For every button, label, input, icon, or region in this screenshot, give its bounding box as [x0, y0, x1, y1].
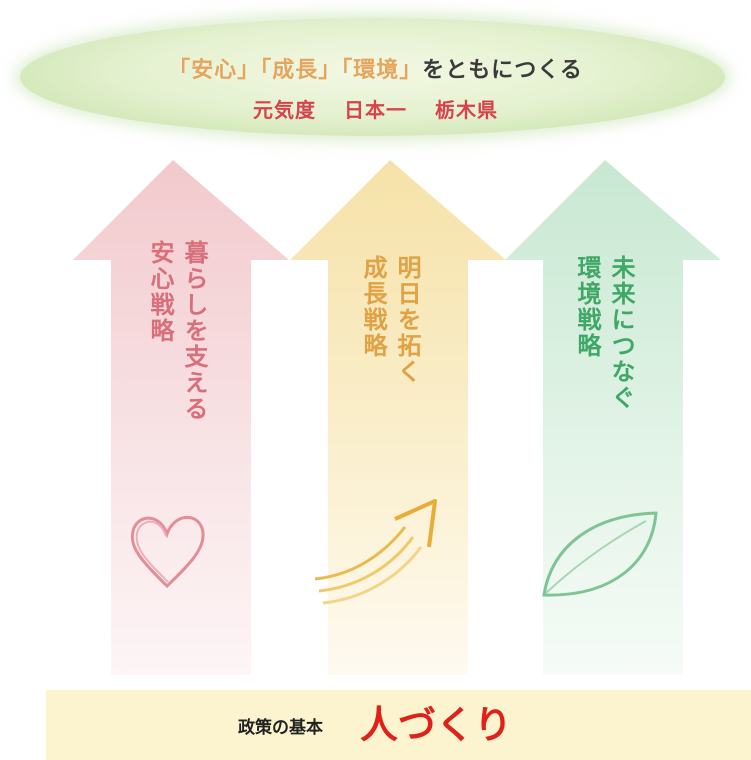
vision-banner — [20, 18, 725, 136]
strategy-growth-line2: 成長戦略 — [359, 255, 387, 359]
strategy-growth-line1: 明日を拓く — [393, 255, 421, 385]
strategy-environment-line2: 環境戦略 — [573, 255, 601, 359]
banner-line-1-tail: をともにつくる — [422, 58, 583, 83]
heart-icon — [130, 516, 205, 589]
banner-line-1: 「安心」「成長」「環境」をともにつくる — [0, 52, 751, 84]
arrow-shape-growth — [290, 160, 506, 675]
arrow-shape-safety — [73, 160, 289, 675]
banner-genkido: 元気度 — [253, 98, 316, 122]
strategy-safety-line1: 暮らしを支える — [180, 240, 208, 422]
keyword-environment: 「環境」 — [341, 58, 423, 83]
strategy-arrow-environment: 未来につなぐ 環境戦略 — [498, 160, 733, 675]
strategy-title-growth: 明日を拓く 成長戦略 — [356, 255, 424, 385]
upward-arrow-icon — [314, 499, 437, 605]
keyword-growth: 「成長」 — [260, 58, 342, 83]
strategy-arrow-safety: 暮らしを支える 安心戦略 — [66, 160, 301, 675]
policy-base-band — [46, 690, 751, 760]
leaf-icon — [542, 511, 658, 597]
strategy-title-environment: 未来につなぐ 環境戦略 — [570, 255, 638, 411]
strategy-title-safety: 暮らしを支える 安心戦略 — [143, 240, 211, 422]
strategy-arrow-growth: 明日を拓く 成長戦略 — [283, 160, 518, 675]
policy-base-value: 人づくり — [360, 703, 513, 747]
arrow-shape-environment — [505, 160, 721, 675]
banner-tochigi: 栃木県 — [435, 98, 498, 122]
banner-line-2: 元気度 日本一 栃木県 — [0, 94, 751, 123]
keyword-safety: 「安心」 — [168, 58, 261, 83]
banner-nihon-ichi: 日本一 — [344, 98, 407, 122]
strategy-safety-line2: 安心戦略 — [146, 240, 174, 344]
strategy-environment-line1: 未来につなぐ — [607, 255, 635, 411]
policy-base-label: 政策の基本 — [238, 718, 323, 738]
